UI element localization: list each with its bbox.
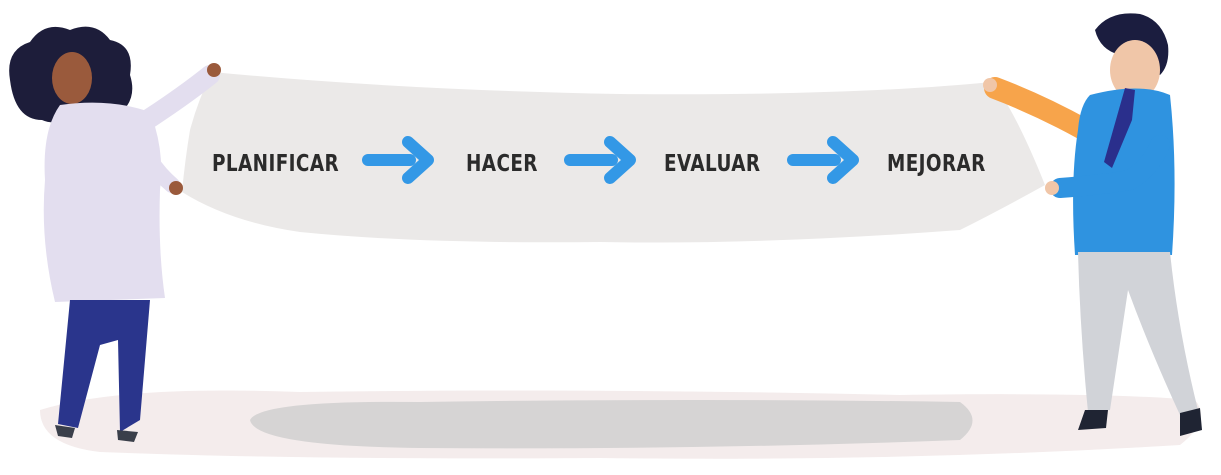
step-label-planificar: PLANIFICAR — [212, 151, 340, 177]
man-shoe — [1078, 410, 1108, 430]
woman-right-arm — [140, 65, 220, 128]
man-lower-hand — [1045, 181, 1059, 195]
woman-left-arm — [142, 152, 180, 193]
woman-face — [52, 52, 92, 104]
ground-shadow — [250, 400, 973, 449]
man-figure — [983, 13, 1202, 436]
right-arrow-icon — [362, 136, 434, 184]
woman-pants — [58, 300, 150, 432]
woman-right-hand — [207, 63, 221, 77]
man-raised-arm — [984, 77, 1096, 141]
step-label-mejorar: MEJORAR — [887, 151, 986, 177]
man-face — [1110, 40, 1160, 100]
woman-left-hand — [169, 181, 183, 195]
man-raised-hand — [983, 78, 997, 92]
man-lower-arm — [1050, 135, 1170, 198]
right-arrow-icon — [564, 136, 636, 184]
step-label-evaluar: EVALUAR — [664, 151, 761, 177]
woman-shoe — [117, 430, 138, 442]
man-shoe — [1180, 408, 1202, 436]
man-tie — [1104, 88, 1135, 168]
right-arrow-icon — [787, 136, 859, 184]
woman-figure — [9, 26, 221, 442]
step-label-hacer: HACER — [466, 151, 538, 177]
woman-coat — [43, 102, 165, 303]
woman-shoe — [55, 425, 75, 438]
man-pants — [1078, 252, 1198, 415]
